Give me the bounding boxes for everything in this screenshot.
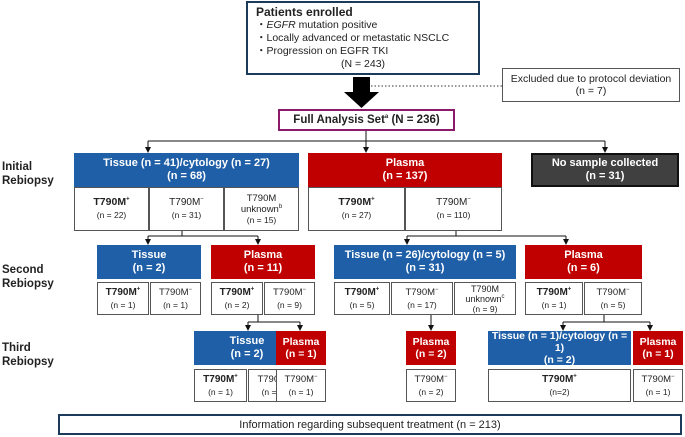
enrolled-count: (N = 243) (340, 58, 386, 70)
third-tissue-a-t790m-positive: T790M+ (n = 1) (194, 369, 247, 402)
second-plasma-b-t790m-positive: T790M+ (n = 1) (525, 282, 583, 315)
patients-enrolled-box: Patients enrolled ・EGFR mutation positiv… (246, 1, 480, 75)
initial-plasma-header: Plasma(n = 137) (308, 153, 502, 187)
second-tissue-b-t790m-positive: T790M+ (n = 5) (334, 282, 390, 315)
third-plasma-b-t790m-negative: T790M− (n = 2) (406, 369, 456, 402)
full-analysis-set-box: Full Analysis Seta (N = 236) (278, 109, 455, 131)
initial-tissue-t790m-negative: T790M− (n = 31) (149, 187, 224, 231)
second-plasma-a-t790m-positive: T790M+ (n = 2) (211, 282, 263, 315)
enrolled-criterion-3: ・Progression on EGFR TKI (256, 45, 389, 57)
initial-plasma-t790m-positive: T790M+ (n = 27) (308, 187, 405, 231)
third-plasma-a-t790m-negative: T790M− (n = 1) (276, 369, 326, 402)
second-plasma-a-t790m-negative: T790M− (n = 9) (264, 282, 315, 315)
second-plasma-a-header: Plasma(n = 11) (211, 245, 315, 279)
enrolled-title: Patients enrolled (256, 5, 353, 19)
third-tissue-c-header: Tissue (n = 1)/cytology (n = 1)(n = 2) (488, 330, 631, 366)
enrolled-criterion-2: ・Locally advanced or metastatic NSCLC (256, 32, 450, 44)
initial-tissue-t790m-unknown: T790M unknownb (n = 15) (224, 187, 299, 231)
third-plasma-c-t790m-negative: T790M− (n = 1) (633, 369, 683, 402)
second-tissue-b-header: Tissue (n = 26)/cytology (n = 5)(n = 31) (334, 245, 516, 279)
second-tissue-a-t790m-negative: T790M− (n = 1) (150, 282, 201, 315)
second-plasma-b-t790m-negative: T790M− (n = 5) (584, 282, 642, 315)
enrolled-criterion-1: ・EGFR mutation positive (256, 19, 378, 31)
initial-tissue-t790m-positive: T790M+ (n = 22) (74, 187, 149, 231)
subsequent-treatment-label: Information regarding subsequent treatme… (239, 418, 501, 431)
second-tissue-a-t790m-positive: T790M+ (n = 1) (97, 282, 149, 315)
initial-plasma-t790m-negative: T790M− (n = 110) (405, 187, 502, 231)
fas-label: Full Analysis Set (293, 114, 385, 126)
second-tissue-b-t790m-negative: T790M− (n = 17) (391, 282, 453, 315)
initial-tissue-header: Tissue (n = 41)/cytology (n = 27)(n = 68… (74, 153, 299, 187)
main-down-arrow (344, 77, 379, 108)
excluded-box: Excluded due to protocol deviation (n = … (502, 68, 680, 102)
second-tissue-a-header: Tissue(n = 2) (97, 245, 201, 279)
excluded-count: (n = 7) (575, 85, 607, 97)
initial-no-sample-box: No sample collected(n = 31) (531, 153, 679, 187)
excluded-label: Excluded due to protocol deviation (510, 73, 672, 85)
third-tissue-c-t790m-positive: T790M+ (n=2) (488, 369, 631, 402)
third-plasma-c-header: Plasma(n = 1) (633, 331, 683, 365)
second-tissue-b-t790m-unknown: T790M unknownc (n = 9) (454, 282, 516, 315)
fas-footnote-mark: a (384, 114, 389, 121)
third-plasma-b-header: Plasma(n = 2) (406, 331, 456, 365)
fas-count: (N = 236) (388, 114, 440, 126)
third-plasma-a-header: Plasma(n = 1) (276, 331, 326, 365)
second-plasma-b-header: Plasma(n = 6) (525, 245, 642, 279)
subsequent-treatment-box: Information regarding subsequent treatme… (58, 414, 682, 435)
